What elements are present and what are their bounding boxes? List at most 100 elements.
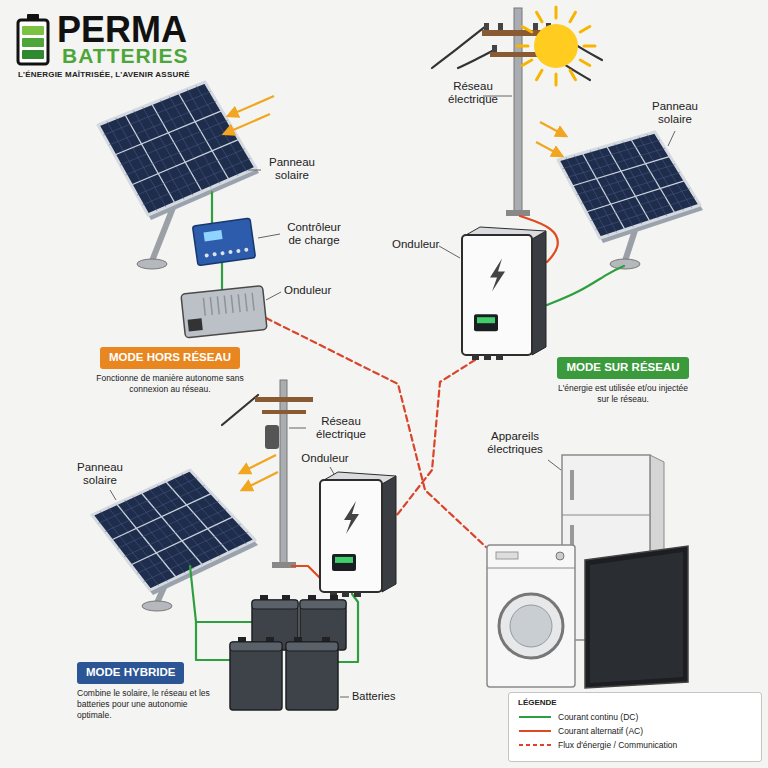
legend-text: Courant continu (DC)	[558, 712, 638, 722]
leader-line	[668, 131, 675, 146]
component-label: Panneau solaire	[260, 156, 324, 182]
fridge-handle	[570, 470, 574, 500]
inverter-body	[462, 235, 532, 355]
panel-grid	[125, 500, 185, 573]
sunlight-arrow	[536, 142, 562, 156]
pole-base	[142, 601, 172, 611]
sun-ray	[584, 45, 595, 48]
legend-sample	[518, 713, 552, 721]
panel-grid	[144, 532, 248, 581]
panel-grid	[152, 104, 203, 192]
panel-grid	[160, 100, 211, 188]
sunlight-arrow	[224, 114, 270, 134]
panel-grid	[137, 524, 240, 573]
inverter-connector	[484, 355, 491, 360]
leader-line	[439, 246, 460, 258]
inverter-screen	[474, 314, 498, 331]
controller-terminal	[228, 250, 233, 255]
panel-grid	[104, 92, 211, 135]
legend-line-sample	[519, 744, 551, 746]
ac-wire	[222, 395, 258, 425]
panel-grid	[142, 158, 250, 205]
panel-grid	[169, 96, 220, 183]
component-label: Réseau électrique	[438, 80, 508, 106]
charge-controller	[192, 218, 255, 266]
utility-pole	[280, 380, 287, 565]
tv-screen	[590, 552, 683, 683]
panel-grid	[157, 485, 220, 557]
sun-ray	[580, 60, 590, 66]
legend-text: Courant alternatif (AC)	[558, 726, 643, 736]
sun-ray	[555, 7, 558, 18]
panel-grid	[590, 151, 633, 227]
sun-ray	[570, 12, 576, 22]
washer-drum	[510, 605, 552, 647]
television	[585, 546, 688, 688]
solar-panel	[98, 82, 256, 215]
pole-crossarm	[255, 397, 313, 402]
inverter-socket	[188, 318, 203, 331]
inverter-connector	[354, 592, 361, 597]
panel-grid	[143, 107, 193, 195]
mode-badge: MODE HORS RÉSEAUFonctionne de manière au…	[100, 347, 240, 369]
panel-grid	[574, 155, 617, 232]
insulator	[498, 23, 503, 30]
component-label: Panneau solaire	[643, 100, 707, 126]
legend-sample	[518, 727, 552, 735]
mode-title: MODE HYBRIDE	[86, 666, 175, 680]
component-label: Batteries	[352, 690, 395, 703]
panel-grid	[174, 478, 238, 549]
legend-row: Courant continu (DC)	[518, 711, 638, 723]
legend-text: Flux d'énergie / Communication	[558, 740, 677, 750]
washer-panel-line	[487, 568, 575, 569]
battery-lid	[252, 600, 298, 609]
panel-grid	[111, 493, 211, 540]
inverter-body	[181, 286, 267, 338]
panel-grid	[117, 504, 177, 578]
panel-grid	[131, 139, 239, 185]
battery-logo-bar	[22, 26, 44, 35]
mode-description: L'énergie est utilisée et/ou injectée su…	[552, 383, 694, 405]
cooling-fin	[224, 296, 226, 314]
inverter-display	[477, 317, 495, 323]
mode-description: Combine le solaire, le réseau et les bat…	[77, 688, 213, 721]
insulator	[484, 23, 489, 30]
washer-door	[499, 594, 563, 658]
cooling-fin	[238, 294, 240, 312]
controller-screen	[204, 230, 223, 241]
sunlight-arrow	[240, 455, 276, 473]
inverter-connector	[472, 355, 479, 360]
washer-drawer	[496, 552, 518, 559]
cooling-fin	[210, 297, 212, 315]
battery-logo-bar	[22, 50, 44, 59]
sun-ray	[522, 27, 532, 33]
sunlight-arrow	[228, 96, 274, 116]
leader-line	[266, 292, 281, 300]
panel-grid	[595, 197, 695, 229]
component-label: Contrôleur de charge	[283, 221, 345, 247]
offgrid-inverter	[181, 286, 267, 338]
inverter-side	[382, 476, 396, 592]
inverter-screen	[332, 554, 356, 571]
solar-panel	[92, 470, 255, 590]
component-label: Onduleur	[392, 238, 439, 251]
panel-grid	[149, 489, 211, 561]
panel-grid	[115, 111, 222, 155]
component-label: Panneau solaire	[68, 461, 132, 487]
panel-grid	[591, 189, 690, 221]
panel-grid	[131, 517, 234, 565]
panel-grid	[116, 118, 166, 207]
legend-title: LÉGENDE	[518, 698, 557, 707]
brand-name: PERMA	[57, 12, 187, 48]
cooling-fin	[252, 293, 254, 311]
panel-grid	[125, 114, 175, 203]
panel-grid	[134, 111, 184, 200]
panel-grid	[166, 481, 229, 552]
panel-grid	[577, 164, 675, 194]
washing-machine	[487, 545, 575, 687]
controller-terminal	[212, 252, 217, 257]
sun-ray	[517, 45, 528, 48]
dc-wire	[547, 266, 624, 305]
battery-lid	[230, 642, 282, 651]
panel-grid	[586, 181, 685, 212]
